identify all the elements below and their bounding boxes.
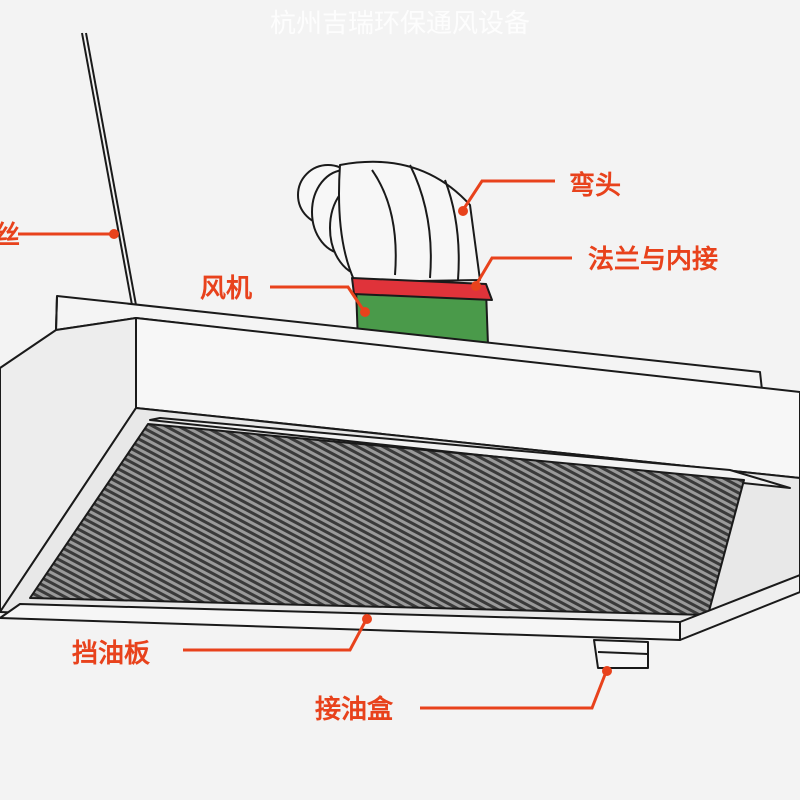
label-fan: 风机 bbox=[200, 274, 252, 304]
leaders bbox=[18, 179, 612, 710]
label-flange: 法兰与内接 bbox=[588, 245, 718, 275]
label-baffle: 挡油板 bbox=[72, 639, 150, 669]
oil-collection-box bbox=[593, 639, 649, 669]
hood-left-side bbox=[0, 317, 137, 613]
flange-ring bbox=[351, 277, 493, 301]
wire-rod bbox=[81, 32, 137, 306]
watermark-text: 杭州吉瑞环保通风设备 bbox=[270, 9, 530, 39]
label-wire: 丝 bbox=[0, 221, 20, 251]
label-elbow: 弯头 bbox=[569, 170, 621, 201]
front-lip bbox=[0, 574, 800, 641]
label-oil-box: 接油盒 bbox=[315, 694, 394, 725]
elbow-duct bbox=[297, 160, 481, 283]
